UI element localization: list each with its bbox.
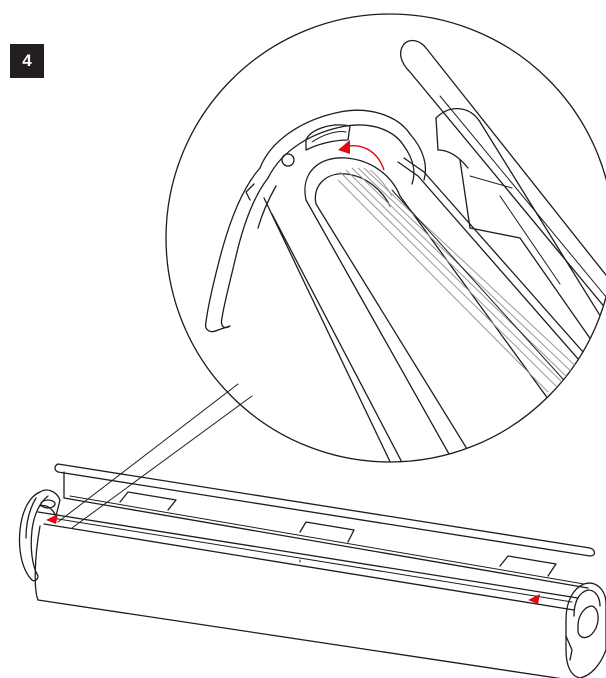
right-end-cap: [565, 582, 606, 678]
end-cap-screw-hole: [281, 153, 295, 167]
left-end-arrow-icon: [46, 514, 58, 524]
cassette-body: [34, 511, 579, 678]
right-end-arrow-icon: [528, 594, 540, 604]
detail-zoom-callout: [165, 13, 606, 463]
zoom-side-bracket: [204, 167, 277, 333]
zoom-top-rail: [399, 39, 606, 351]
top-rail: [54, 463, 596, 557]
rotation-arrow-icon: [338, 140, 385, 171]
zoom-circle: [165, 13, 606, 463]
cassette-back-panel: [63, 471, 589, 589]
left-end-cap-slot: [40, 499, 56, 509]
step-number-badge: 4: [10, 44, 44, 78]
left-end-cap: [18, 489, 61, 582]
zoom-banner-roll: [337, 157, 606, 421]
zoom-back-panel: [435, 108, 606, 411]
zoom-end-cap: [259, 109, 427, 185]
step-number-label: 4: [22, 51, 32, 70]
roller-banner-base: [18, 463, 606, 678]
callout-leader-lines: [57, 383, 253, 529]
